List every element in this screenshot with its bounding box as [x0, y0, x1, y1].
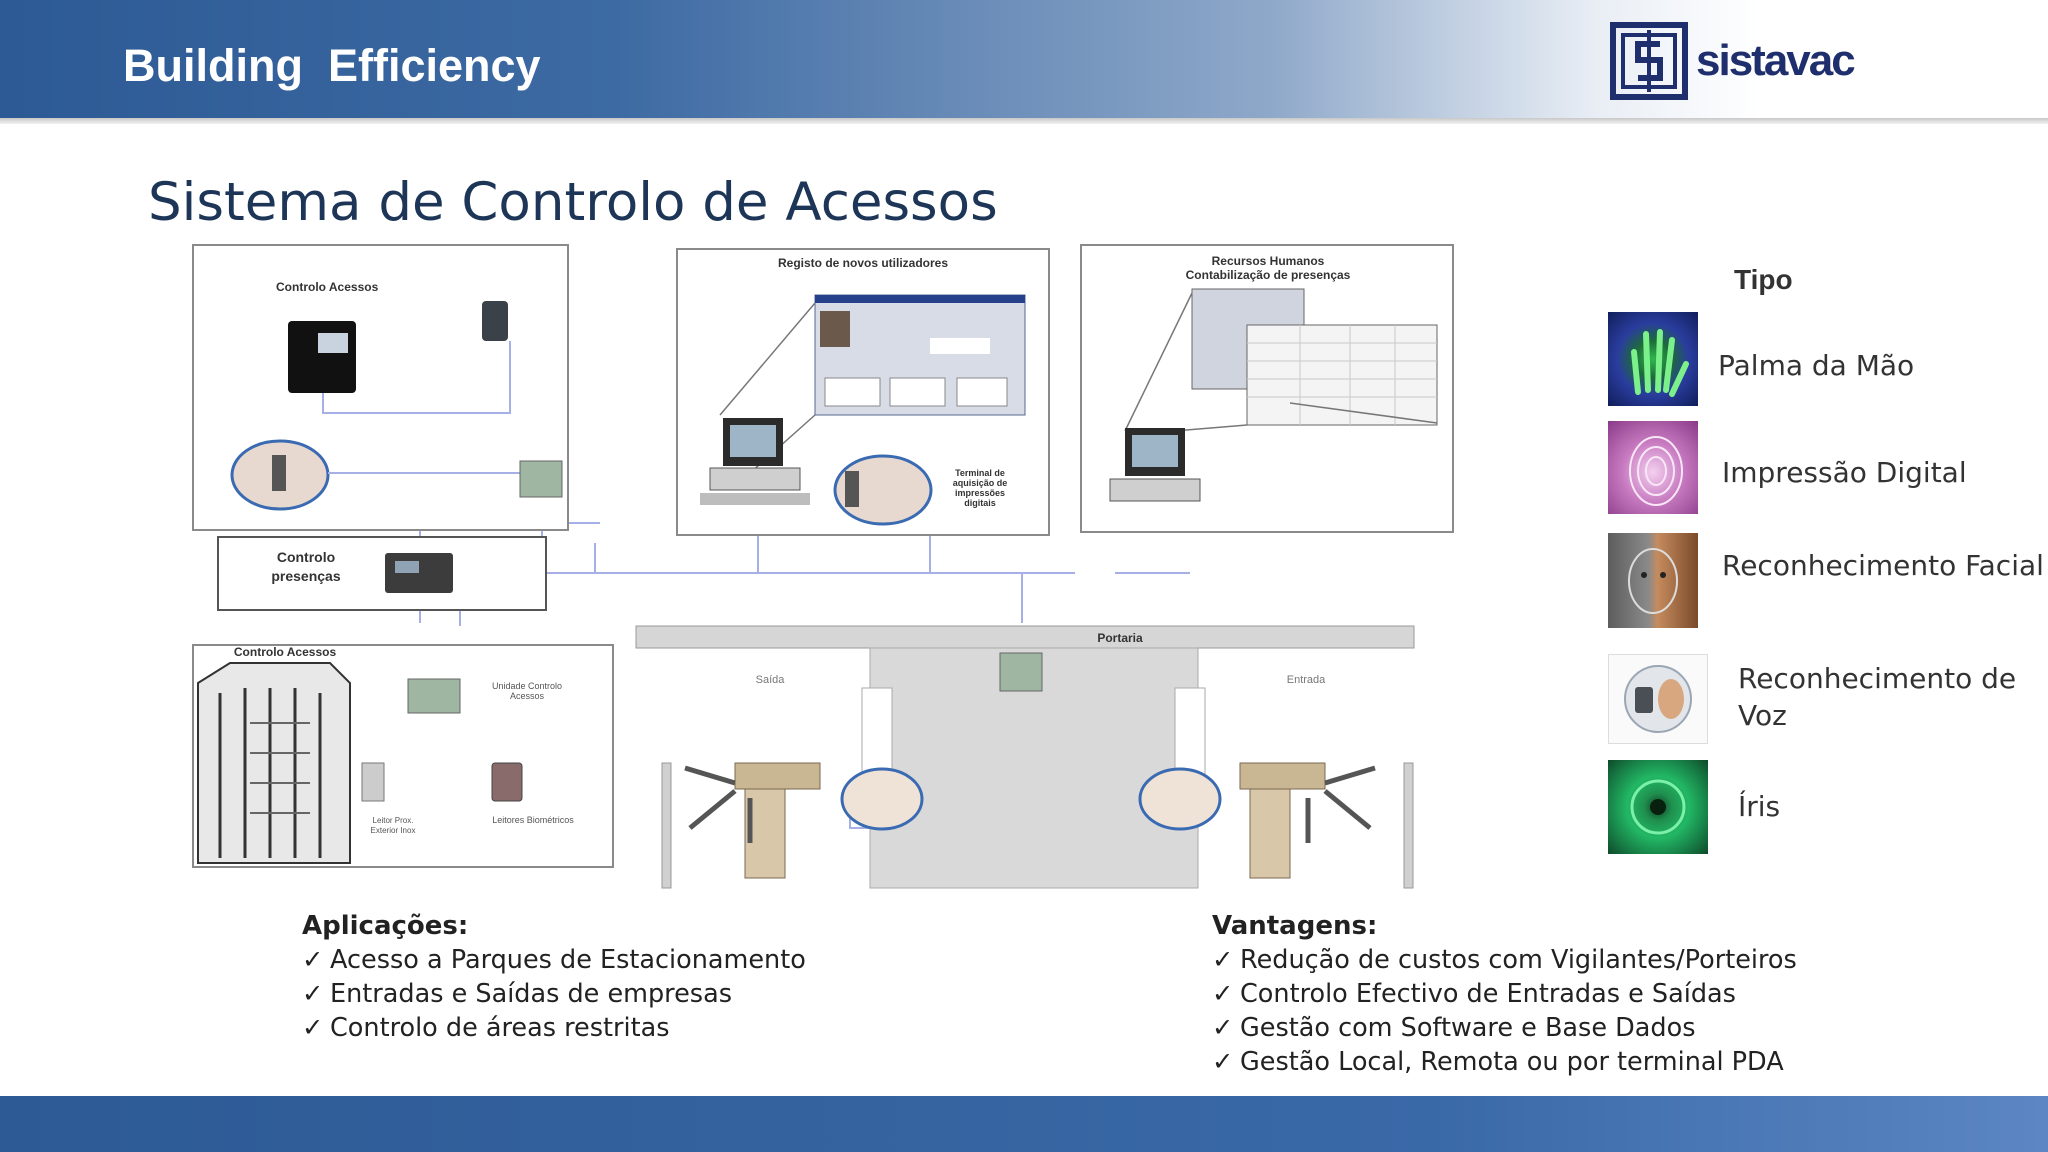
- proximity-reader-inox: [361, 762, 385, 802]
- tripod-turnstile-exit: [684, 762, 821, 879]
- list-item-text: Gestão Local, Remota ou por terminal PDA: [1240, 1047, 1784, 1077]
- entrance-fingerprint-reader: [1138, 767, 1222, 831]
- entrada-label: Entrada: [1287, 674, 1326, 686]
- tipo-heading: Tipo: [1734, 264, 1793, 295]
- panel-rh-label-line1: Recursos Humanos: [1212, 254, 1325, 268]
- barrier-post-right: [1403, 762, 1414, 889]
- saida-label: Saída: [756, 674, 786, 686]
- attendance-spreadsheet: [1246, 324, 1438, 426]
- sistavac-logo: sistavac: [1610, 22, 1870, 102]
- terminal-label-line4: digitais: [964, 498, 996, 508]
- tripod-turnstile-entrance: [1239, 762, 1376, 879]
- list-item-text: Controlo Efectivo de Entradas e Saídas: [1240, 979, 1736, 1009]
- list-item: ✓Acesso a Parques de Estacionamento: [302, 943, 806, 977]
- list-item-text: Gestão com Software e Base Dados: [1240, 1013, 1696, 1043]
- iris-icon: [1608, 760, 1708, 854]
- exit-fingerprint-reader: [840, 767, 924, 831]
- access-control-unit: [407, 678, 461, 714]
- portaria-bar: [635, 625, 1415, 649]
- list-item-text: Redução de custos com Vigilantes/Porteir…: [1240, 945, 1797, 975]
- leitores-biometricos-label: Leitores Biométricos: [492, 815, 574, 825]
- unidade-label-line2: Acessos: [510, 691, 545, 701]
- list-item-text: Controlo de áreas restritas: [330, 1013, 670, 1043]
- tipo-label-facial: Reconhecimento Facial: [1722, 549, 2044, 582]
- controlo-presencas-label-line1: Controlo: [277, 549, 335, 565]
- unidade-label-line1: Unidade Controlo: [492, 681, 562, 691]
- face-icon: [1608, 533, 1698, 628]
- portaria-controller: [999, 652, 1043, 692]
- access-terminal-device: [288, 321, 356, 393]
- checkmark-icon: ✓: [302, 1013, 324, 1043]
- tipo-label-palma: Palma da Mão: [1718, 349, 1915, 382]
- list-item: ✓Redução de custos com Vigilantes/Portei…: [1212, 943, 1797, 977]
- tipo-label-voz-line1: Reconhecimento de: [1738, 662, 2017, 695]
- fingerprint-icon: [1608, 421, 1698, 514]
- aplicacoes-list: ✓Acesso a Parques de Estacionamento ✓Ent…: [302, 943, 806, 1045]
- biometric-reader-device: [491, 762, 523, 802]
- panel-controlo-acessos-label: Controlo Acessos: [276, 280, 379, 294]
- controller-unit: [519, 460, 563, 498]
- footer-bar: [0, 1096, 2048, 1152]
- list-item-text: Acesso a Parques de Estacionamento: [330, 945, 806, 975]
- logo-text: sistavac: [1696, 36, 1856, 85]
- voice-icon: [1608, 654, 1708, 744]
- header-title: Building Efficiency: [123, 40, 541, 91]
- panel-registo-label: Registo de novos utilizadores: [778, 256, 948, 270]
- checkmark-icon: ✓: [1212, 1047, 1234, 1077]
- portaria-label: Portaria: [1097, 631, 1143, 645]
- palm-icon: [1608, 312, 1698, 406]
- proximity-reader-device: [482, 301, 508, 341]
- checkmark-icon: ✓: [302, 945, 324, 975]
- controlo-presencas-label-line2: presenças: [271, 568, 340, 584]
- list-item: ✓Gestão Local, Remota ou por terminal PD…: [1212, 1045, 1797, 1079]
- barrier-post-left: [661, 762, 672, 889]
- vantagens-heading: Vantagens:: [1212, 911, 1378, 941]
- checkmark-icon: ✓: [302, 979, 324, 1009]
- access-control-diagram: Controlo Acessos Registo de novos utiliz…: [192, 244, 1454, 889]
- full-height-turnstile-image: [197, 662, 351, 864]
- page-title: Sistema de Controlo de Acessos: [148, 172, 998, 233]
- list-item: ✓Controlo de áreas restritas: [302, 1011, 806, 1045]
- vantagens-list: ✓Redução de custos com Vigilantes/Portei…: [1212, 943, 1797, 1079]
- checkmark-icon: ✓: [1212, 945, 1234, 975]
- list-item: ✓Controlo Efectivo de Entradas e Saídas: [1212, 977, 1797, 1011]
- checkmark-icon: ✓: [1212, 979, 1234, 1009]
- terminal-label-line1: Terminal de: [955, 468, 1005, 478]
- tipo-label-voz-line2: Voz: [1738, 699, 1787, 732]
- terminal-label-line2: aquisição de: [953, 478, 1008, 488]
- panel-controlo-presencas: [217, 536, 547, 611]
- list-item-text: Entradas e Saídas de empresas: [330, 979, 732, 1009]
- list-item: ✓Entradas e Saídas de empresas: [302, 977, 806, 1011]
- checkmark-icon: ✓: [1212, 1013, 1234, 1043]
- header-bar: [0, 0, 2048, 118]
- terminal-label-line3: impressões: [955, 488, 1005, 498]
- sistavac-logo-icon: [1610, 22, 1688, 100]
- tipo-label-impressao: Impressão Digital: [1722, 456, 1967, 489]
- panel-controlo-acessos-bottom-label: Controlo Acessos: [234, 645, 337, 659]
- leitor-label-line2: Exterior Inox: [371, 826, 416, 835]
- list-item: ✓Gestão com Software e Base Dados: [1212, 1011, 1797, 1045]
- leitor-label-line1: Leitor Prox.: [373, 816, 414, 825]
- tipo-label-iris: Íris: [1738, 790, 1781, 823]
- aplicacoes-heading: Aplicações:: [302, 911, 469, 941]
- panel-rh-label-line2: Contabilização de presenças: [1186, 268, 1351, 282]
- header-divider: [0, 118, 2048, 124]
